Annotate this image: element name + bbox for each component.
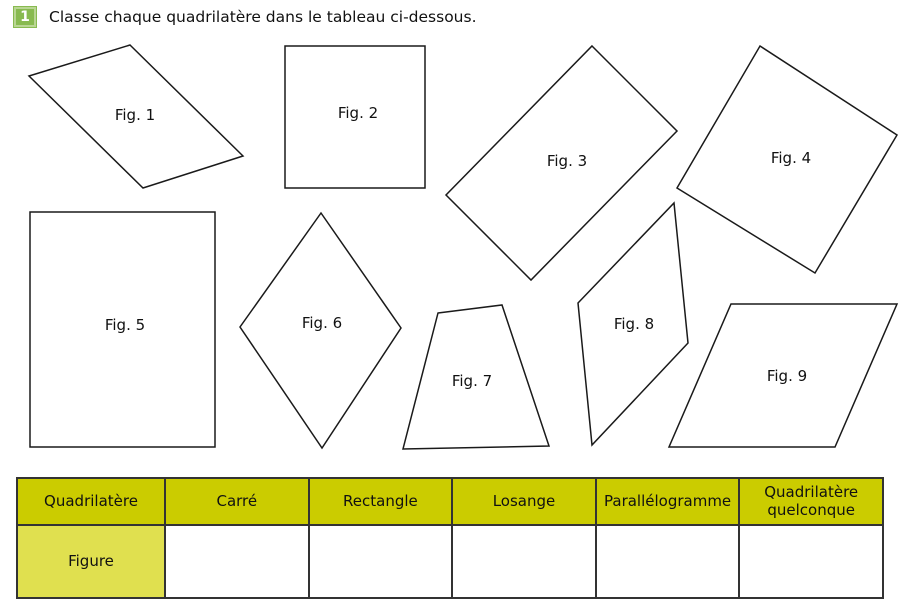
header-quelconque: Quadrilatère quelconque [738, 479, 882, 526]
exercise-header: 1 Classe chaque quadrilatère dans le tab… [13, 6, 477, 28]
header-carre: Carré [164, 479, 308, 526]
classification-table: Quadrilatère Carré Rectangle Losange Par… [16, 477, 884, 599]
figure-8: Fig. 8 [577, 201, 689, 447]
figure-3: Fig. 3 [444, 44, 679, 282]
figure-9: Fig. 9 [667, 303, 899, 448]
figure-6: Fig. 6 [239, 211, 402, 450]
figure-4-label: Fig. 4 [771, 149, 811, 167]
header-losange: Losange [451, 479, 595, 526]
figure-8-label: Fig. 8 [614, 315, 654, 333]
figure-4-shape [675, 44, 899, 275]
figure-1: Fig. 1 [27, 44, 245, 189]
figure-6-label: Fig. 6 [302, 314, 342, 332]
figure-5-shape [29, 211, 216, 448]
header-parallelogramme: Parallélogramme [594, 479, 739, 526]
figure-2-shape [284, 45, 426, 189]
figure-row-label: Figure [18, 526, 164, 597]
figure-3-shape [444, 44, 679, 282]
figure-1-shape [27, 44, 245, 189]
figure-1-label: Fig. 1 [115, 106, 155, 124]
exercise-title: Classe chaque quadrilatère dans le table… [49, 8, 477, 26]
figure-9-shape [667, 303, 899, 448]
figure-7: Fig. 7 [402, 304, 551, 450]
figure-7-shape [402, 304, 551, 450]
figure-2-label: Fig. 2 [338, 104, 378, 122]
figure-7-label: Fig. 7 [452, 372, 492, 390]
figure-5-label: Fig. 5 [105, 316, 145, 334]
figure-4: Fig. 4 [675, 44, 899, 275]
answer-cell-quelconque [738, 526, 882, 597]
answer-cell-losange [451, 526, 595, 597]
answer-cell-parallelogramme [594, 526, 739, 597]
figure-6-shape [239, 211, 402, 450]
figure-8-shape [577, 201, 689, 447]
answer-cell-rectangle [307, 526, 452, 597]
figure-5: Fig. 5 [29, 211, 216, 448]
figure-9-label: Fig. 9 [767, 367, 807, 385]
header-quadrilatere: Quadrilatère [18, 479, 164, 526]
header-rectangle: Rectangle [307, 479, 452, 526]
answer-cell-carre [164, 526, 308, 597]
figure-3-label: Fig. 3 [547, 152, 587, 170]
figure-2: Fig. 2 [284, 45, 426, 189]
exercise-number-badge: 1 [13, 6, 37, 28]
